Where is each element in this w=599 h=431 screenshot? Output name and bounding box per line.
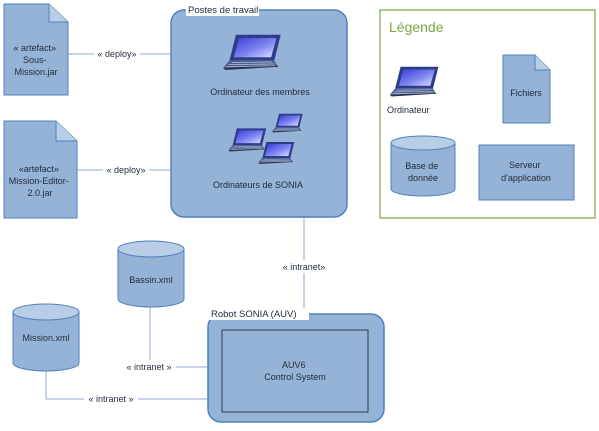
connector-label-backgrounds: [84, 47, 329, 405]
legend-file-icon: [502, 54, 551, 124]
robot-title: Robot SONIA (AUV): [211, 309, 297, 320]
artefact-sous-mission: « artefact» Sous- Mission.jar: [3, 3, 69, 96]
bassin-xml-database: Bassin.xml: [117, 240, 185, 308]
legend-database-icon: [390, 135, 456, 197]
deploy-top-label: « deploy»: [97, 49, 136, 59]
artefact-mission-editor-label: «artefact» Mission-Editor- 2.0.jar: [9, 164, 72, 198]
legend-base-label: Base de donnée: [405, 161, 441, 183]
intranet-postes-label: « intranet»: [283, 262, 326, 272]
postes-title: Postes de travail: [188, 5, 258, 16]
mission-xml-database: Mission.xml: [12, 303, 80, 372]
legend-title: Légende: [389, 19, 444, 35]
auv6-control-system: [221, 329, 369, 413]
intranet-bassin-label: « intranet »: [126, 362, 171, 372]
legend-server-icon: [478, 144, 575, 201]
mission-label: Mission.xml: [22, 333, 69, 343]
legend-ordinateur-label: Ordinateur: [387, 105, 430, 115]
postes-de-travail-node: Postes de travail Ordinateur des membres…: [170, 4, 348, 218]
artefact-sous-mission-label: « artefact» Sous- Mission.jar: [13, 43, 58, 77]
artefact-mission-editor: «artefact» Mission-Editor- 2.0.jar: [3, 120, 78, 219]
bassin-label: Bassin.xml: [129, 275, 173, 285]
legend-box: Légende Ordinateur Fichiers Base de donn…: [379, 9, 596, 219]
robot-sonia-node: Robot SONIA (AUV) AUV6 Control System: [207, 308, 385, 423]
legend-serveur-label: Serveur d'application: [501, 160, 551, 183]
ordinateur-membres-label: Ordinateur des membres: [210, 87, 310, 97]
intranet-mission-label: « intranet »: [88, 394, 133, 404]
ordinateurs-sonia-label: Ordinateurs de SONIA: [213, 180, 303, 190]
legend-fichiers-label: Fichiers: [510, 88, 542, 98]
auv6-control-label: AUV6 Control System: [264, 360, 326, 382]
deploy-bottom-label: « deploy»: [106, 165, 145, 175]
